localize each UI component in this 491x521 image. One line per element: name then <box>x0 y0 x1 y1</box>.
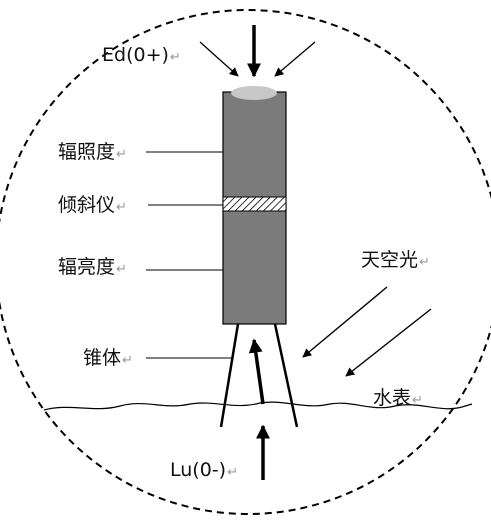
ed-return-mark: ↵ <box>169 50 181 65</box>
skylight-arrow-1 <box>302 286 388 358</box>
lu-return-mark: ↵ <box>227 465 238 480</box>
irradiance-label: 辐照度↵ <box>58 141 127 166</box>
ed-label-text: Ed(0+) <box>102 44 169 66</box>
lu-label: Lu(0-)↵ <box>170 459 238 484</box>
inclinometer-label-text: 倾斜仪 <box>58 194 116 216</box>
inclinometer-band <box>222 196 287 212</box>
skylight-arrow-2 <box>345 308 432 377</box>
cone-label-text: 锥体 <box>83 347 122 369</box>
inclinometer-return-mark: ↵ <box>116 200 127 215</box>
radiance-return-mark: ↵ <box>116 262 127 277</box>
irradiance-sensor-cap <box>231 86 277 100</box>
ed-arrow-left <box>199 41 239 77</box>
inclinometer-label: 倾斜仪↵ <box>58 194 127 219</box>
cone-return-mark: ↵ <box>122 353 133 368</box>
cone-left-edge <box>219 323 240 428</box>
skylight-return-mark: ↵ <box>419 255 430 270</box>
upwelling-arrow-upper <box>248 338 265 405</box>
skylight-label: 天空光↵ <box>361 249 430 274</box>
water-surface-label-text: 水表 <box>373 387 412 409</box>
water-surface-label: 水表↵ <box>373 387 423 412</box>
ed-arrow-right <box>274 41 316 77</box>
skylight-label-text: 天空光 <box>361 249 419 271</box>
radiance-label: 辐亮度↵ <box>58 256 127 281</box>
irradiance-label-text: 辐照度 <box>58 141 116 163</box>
lu-label-text: Lu(0-) <box>170 459 227 481</box>
water-surface-line <box>43 401 473 411</box>
radiance-label-text: 辐亮度 <box>58 256 116 278</box>
cone-label: 锥体↵ <box>83 347 133 372</box>
irradiance-return-mark: ↵ <box>116 147 127 162</box>
water-surface-return-mark: ↵ <box>412 393 423 408</box>
ed-label: Ed(0+)↵ <box>102 44 181 69</box>
cone-right-edge <box>273 323 299 428</box>
